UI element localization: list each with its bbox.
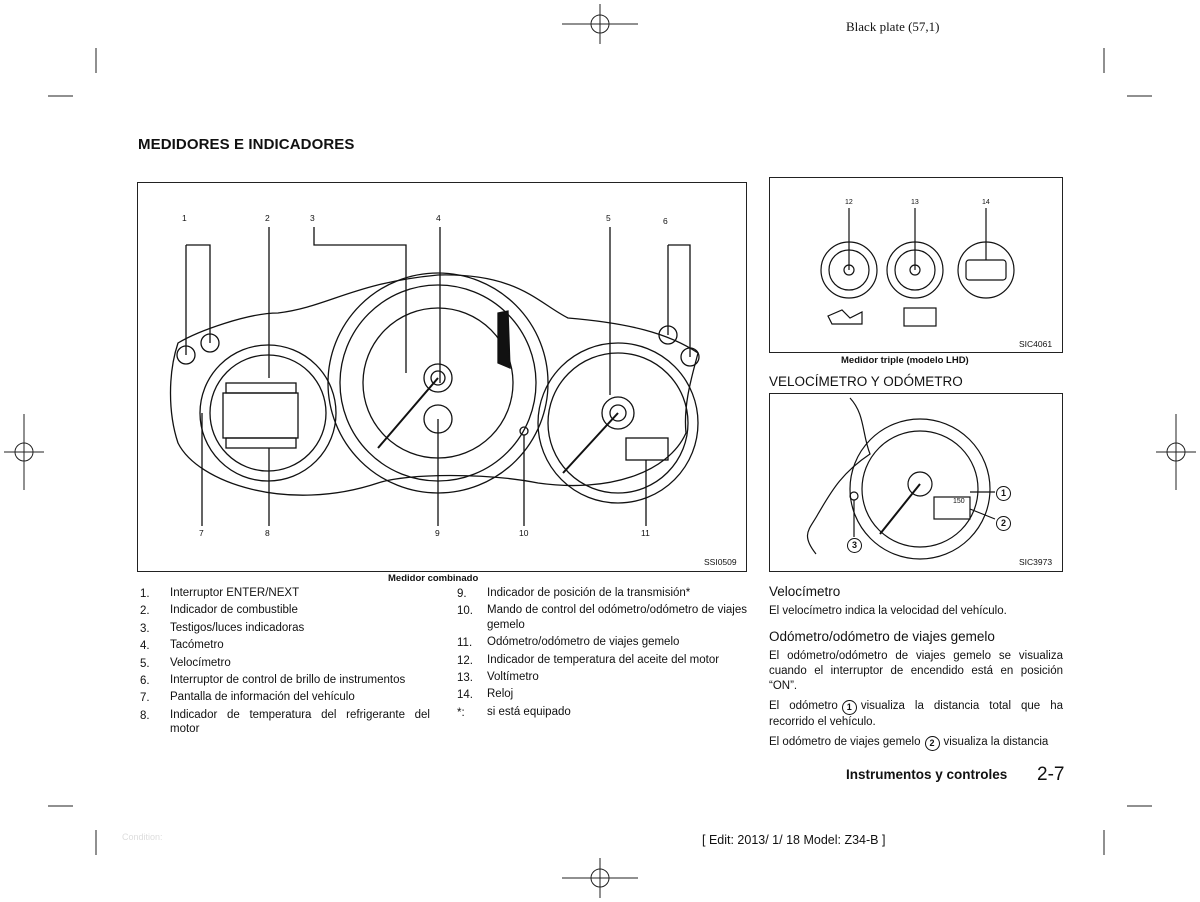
callout-1: 1 [996, 486, 1011, 501]
figure-code: SSI0509 [704, 557, 737, 567]
list-item: 6.Interruptor de control de brillo de in… [140, 673, 406, 687]
callout-12: 12 [845, 199, 853, 206]
figure-code: SIC4061 [1019, 339, 1053, 349]
triple-meter-figure: 12 13 14 SIC4061 [769, 177, 1063, 353]
velo-text: El velocímetro indica la velocidad del v… [769, 605, 1007, 617]
page-number: 2-7 [1037, 764, 1065, 785]
combined-meter-figure: 1 2 3 4 5 6 7 8 9 10 11 SSI0509 [137, 182, 747, 572]
callout-8: 8 [265, 528, 270, 538]
figure-caption: Medidor combinado [388, 573, 479, 584]
list-item: 2.Indicador de combustible [140, 604, 298, 618]
list-item: 7.Pantalla de información del vehículo [140, 691, 355, 705]
speedo-drawing [806, 397, 996, 560]
callout-10: 10 [519, 528, 529, 538]
section-title: VELOCÍMETRO Y ODÓMETRO [769, 374, 963, 389]
callout-11: 11 [641, 528, 650, 538]
list-item: 1.Interruptor ENTER/NEXT [140, 587, 300, 600]
callout-1: 1 [841, 700, 857, 715]
page-heading: MEDIDORES E INDICADORES [138, 136, 355, 153]
legend-list-left: 1.Interruptor ENTER/NEXT 2.Indicador de … [140, 586, 430, 739]
odo-paragraph-1: El odómetro/odómetro de viajes gemelo se… [769, 650, 1063, 693]
velo-title: Velocímetro [769, 584, 841, 599]
callout-5: 5 [606, 213, 611, 223]
list-item: 8.Indicador de temperatura del refrigera… [140, 708, 430, 735]
plate-label: Black plate (57,1) [846, 19, 940, 34]
callout-14: 14 [982, 199, 990, 206]
list-item: 5.Velocímetro [140, 656, 231, 670]
callout-2: 2 [265, 213, 270, 223]
callout-13: 13 [911, 199, 919, 206]
edit-info: [ Edit: 2013/ 1/ 18 Model: Z34-B ] [702, 833, 886, 847]
callout-4: 4 [436, 213, 441, 223]
figure-code: SIC3973 [1019, 557, 1053, 567]
legend-list-right: 9.Indicador de posición de la transmisió… [457, 586, 747, 722]
callout-3: 3 [310, 213, 315, 223]
list-item: 9.Indicador de posición de la transmisió… [457, 587, 691, 600]
figure-caption: Medidor triple (modelo LHD) [841, 355, 969, 366]
list-item: 10.Mando de control del odómetro/odómetr… [457, 604, 747, 631]
triple-meter-drawing [820, 208, 1015, 327]
condition-label: Condition: [122, 832, 163, 842]
footer-section-title: Instrumentos y controles [846, 767, 1008, 782]
list-item: 12.Indicador de temperatura del aceite d… [457, 653, 720, 667]
callout-9: 9 [435, 528, 440, 538]
callout-3: 3 [847, 538, 862, 553]
list-item: 13.Voltímetro [457, 670, 539, 684]
speedo-figure: 150 1 2 3 SIC3973 [769, 393, 1063, 572]
callout-2: 2 [924, 736, 940, 751]
odo-title: Odómetro/odómetro de viajes gemelo [769, 629, 995, 644]
list-item: 14.Reloj [457, 688, 514, 702]
callout-1: 1 [182, 213, 187, 223]
list-item: 11.Odómetro/odómetro de viajes gemelo [457, 636, 680, 650]
callout-7: 7 [199, 528, 204, 538]
callout-6: 6 [663, 216, 668, 226]
odometer-display: 150 [953, 498, 965, 505]
callout-2: 2 [996, 516, 1011, 531]
list-item: 3.Testigos/luces indicadoras [140, 621, 305, 635]
list-item: *:si está equipado [457, 705, 571, 719]
combined-meter-drawing [169, 227, 700, 526]
list-item: 4.Tacómetro [140, 639, 224, 653]
